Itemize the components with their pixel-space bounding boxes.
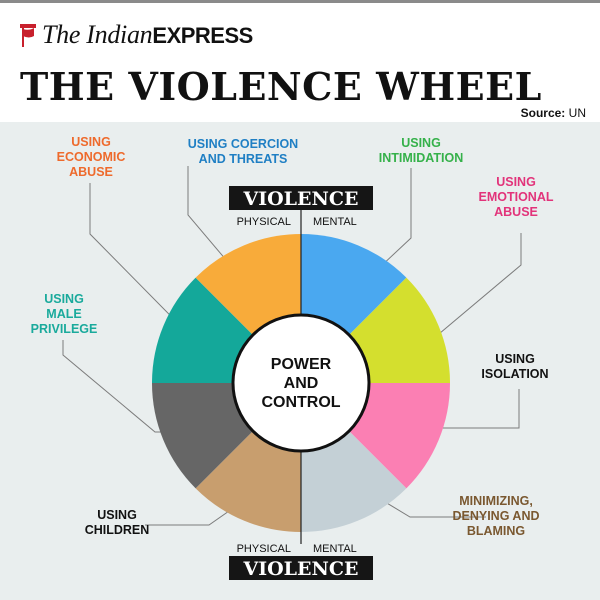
- brand-name: The IndianEXPRESS: [42, 20, 253, 50]
- label-economic-line: ECONOMIC: [57, 150, 126, 164]
- violence-bottom-physical: PHYSICAL: [237, 543, 291, 555]
- label-isolation-line: ISOLATION: [481, 367, 548, 381]
- label-economic-line: ABUSE: [69, 165, 113, 179]
- label-emotional-line: ABUSE: [494, 205, 538, 219]
- source-label: Source:: [520, 106, 566, 120]
- center-hub: [231, 313, 371, 453]
- label-intimidation-line: INTIMIDATION: [379, 151, 463, 165]
- violence-bottom-label: VIOLENCE: [243, 558, 359, 580]
- center-label-line: POWER: [271, 356, 332, 373]
- label-coercion-line: USING COERCION: [188, 137, 298, 151]
- brand-name-caps: EXPRESS: [152, 23, 253, 48]
- flag-icon: [20, 24, 36, 47]
- label-privilege-line: PRIVILEGE: [31, 322, 98, 336]
- label-economic-line: USING: [71, 135, 111, 149]
- label-minimizing-line: BLAMING: [467, 524, 525, 538]
- top-rule: [0, 0, 600, 3]
- label-emotional-line: EMOTIONAL: [479, 190, 554, 204]
- label-intimidation-line: USING: [401, 136, 441, 150]
- violence-top-label: VIOLENCE: [243, 188, 359, 210]
- page-title: THE VIOLENCE WHEEL: [20, 64, 542, 109]
- violence-bottom-box: [229, 556, 373, 580]
- source-credit: Source: UN: [521, 106, 586, 120]
- label-children-line: USING: [97, 508, 137, 522]
- label-privilege-line: USING: [44, 292, 84, 306]
- center-label-line: CONTROL: [261, 394, 340, 411]
- brand-logo[interactable]: The IndianEXPRESS: [20, 18, 253, 52]
- center-label: POWER AND CONTROL: [261, 356, 340, 411]
- label-children-line: CHILDREN: [85, 523, 150, 537]
- label-coercion-line: AND THREATS: [199, 152, 288, 166]
- label-privilege-line: MALE: [46, 307, 81, 321]
- label-isolation-line: USING: [495, 352, 535, 366]
- violence-top-box: [229, 186, 373, 210]
- violence-top-physical: PHYSICAL: [237, 216, 291, 228]
- label-minimizing-line: MINIMIZING,: [459, 494, 533, 508]
- label-minimizing-line: DENYING AND: [452, 509, 539, 523]
- leader-emotional: [407, 233, 522, 361]
- violence-top-mental: MENTAL: [313, 216, 357, 228]
- source-value: UN: [568, 106, 586, 120]
- label-emotional-line: USING: [496, 175, 536, 189]
- violence-bottom-mental: MENTAL: [313, 543, 357, 555]
- brand-name-italic: The Indian: [42, 20, 153, 49]
- center-label-line: AND: [284, 375, 319, 392]
